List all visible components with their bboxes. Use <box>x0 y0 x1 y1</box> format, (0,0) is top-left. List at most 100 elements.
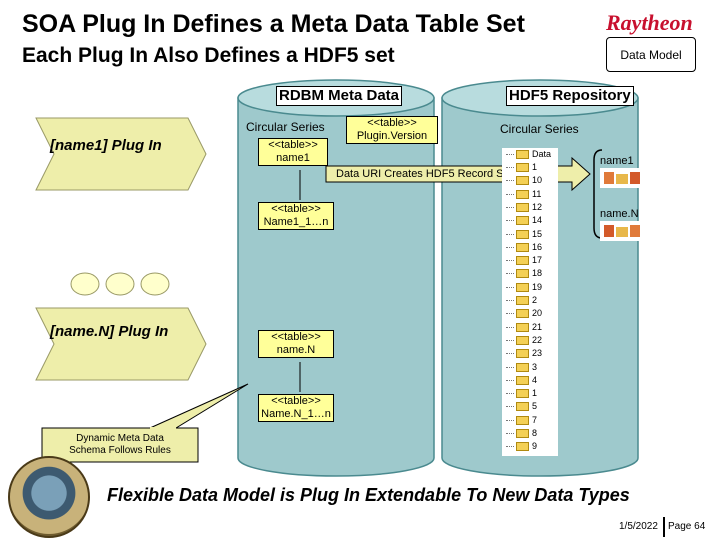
rdbm-circular-series: Circular Series <box>246 120 325 134</box>
table-name1-1n: <<table>> Name1_1…n <box>258 202 334 230</box>
footer-headline: Flexible Data Model is Plug In Extendabl… <box>107 485 630 505</box>
footer-date: 1/5/2022 <box>619 521 658 532</box>
folder-icon <box>516 335 529 345</box>
footer-divider <box>663 517 665 537</box>
hdf5-name1: name1 <box>600 155 634 167</box>
tree-item[interactable]: 20 <box>502 307 558 319</box>
nameN-thumbnail <box>600 221 644 241</box>
program-seal-logo <box>8 456 90 538</box>
hdf5-header: HDF5 Repository <box>506 86 634 106</box>
plugin-shape-last <box>35 307 207 381</box>
data-uri-label: Data URI Creates HDF5 Record Structure <box>336 168 541 180</box>
tree-item[interactable]: 22 <box>502 334 558 346</box>
folder-icon <box>516 375 529 385</box>
tree-item-label: 14 <box>532 215 543 226</box>
tree-item[interactable]: 3 <box>502 361 558 373</box>
tree-item-label: 12 <box>532 201 543 212</box>
folder-icon <box>516 442 529 452</box>
folder-icon <box>516 402 529 412</box>
tree-item-label: 18 <box>532 268 543 279</box>
page-subtitle: Each Plug In Also Defines a HDF5 set <box>22 44 395 67</box>
folder-icon <box>516 216 529 226</box>
plugin-shape-first <box>35 117 207 191</box>
table-nameN-1n: <<table>> Name.N_1…n <box>258 394 334 422</box>
data-model-label: Data Model <box>620 47 682 62</box>
tree-item-label: 10 <box>532 175 543 186</box>
tree-item[interactable]: 1 <box>502 387 558 399</box>
tree-root[interactable]: Data <box>502 148 558 160</box>
tree-item-label: 1 <box>532 388 538 399</box>
callout-shape <box>41 383 249 463</box>
tree-item[interactable]: 16 <box>502 241 558 253</box>
hdf5-nameN: name.N <box>600 208 639 220</box>
ellipsis-dots <box>70 272 170 296</box>
tree-item[interactable]: 8 <box>502 427 558 439</box>
tree-item[interactable]: 14 <box>502 214 558 226</box>
tree-item[interactable]: 4 <box>502 374 558 386</box>
folder-icon <box>516 269 529 279</box>
tree-item-label: 23 <box>532 348 543 359</box>
tree-item[interactable]: 9 <box>502 440 558 452</box>
folder-icon <box>516 282 529 292</box>
tree-item-label: 4 <box>532 374 538 385</box>
rdbm-header: RDBM Meta Data <box>276 86 403 106</box>
tree-item-label: 15 <box>532 228 543 239</box>
folder-icon <box>516 389 529 399</box>
tree-item-label: 21 <box>532 321 543 332</box>
tree-item-label: 8 <box>532 428 538 438</box>
tree-item-label: 5 <box>532 401 538 412</box>
folder-icon <box>516 322 529 332</box>
tree-item-label: 19 <box>532 281 543 292</box>
tree-root-label: Data <box>532 149 552 159</box>
tree-item-label: 1 <box>532 162 538 172</box>
folder-icon <box>516 242 529 252</box>
folder-icon <box>516 189 529 199</box>
tree-item[interactable]: 7 <box>502 414 558 426</box>
folder-icon <box>516 176 529 186</box>
tree-item[interactable]: 10 <box>502 174 558 186</box>
folder-icon <box>516 229 529 239</box>
data-model-badge: Data Model <box>606 37 696 72</box>
tree-item[interactable]: 21 <box>502 321 558 333</box>
folder-icon <box>516 429 529 438</box>
callout-text: Dynamic Meta Data Schema Follows Rules <box>69 433 171 456</box>
plugin-last-label: [name.N] Plug In <box>50 323 169 340</box>
tree-item-label: 16 <box>532 241 543 252</box>
tree-item-label: 11 <box>532 188 542 199</box>
group-brace <box>593 149 603 239</box>
tree-item-label: 22 <box>532 334 543 345</box>
tree-item[interactable]: 1 <box>502 161 558 173</box>
tree-item[interactable]: 2 <box>502 294 558 306</box>
hdf5-circular-series: Circular Series <box>500 122 579 136</box>
folder-icon <box>516 163 529 172</box>
tree-item-label: 7 <box>532 414 538 425</box>
tree-item[interactable]: 5 <box>502 400 558 412</box>
tree-item-label: 20 <box>532 308 543 319</box>
tree-item-label: 3 <box>532 361 538 372</box>
table-plugin-version: <<table>> Plugin.Version <box>346 116 438 144</box>
table-name1: <<table>> name1 <box>258 138 328 166</box>
tree-item[interactable]: 11 <box>502 188 558 200</box>
footer-page-number: Page 64 <box>668 521 706 532</box>
tree-item-label: 9 <box>532 441 538 452</box>
plugin-first-label: [name1] Plug In <box>50 137 162 154</box>
folder-icon <box>516 362 529 372</box>
tree-item-label: 2 <box>532 295 538 305</box>
folder-icon <box>516 415 529 425</box>
folder-icon <box>516 256 529 266</box>
folder-icon <box>516 202 529 212</box>
folder-icon <box>516 349 529 359</box>
tree-item[interactable]: 23 <box>502 347 558 359</box>
tree-item[interactable]: 17 <box>502 254 558 266</box>
folder-icon <box>516 296 529 305</box>
tree-item[interactable]: 12 <box>502 201 558 213</box>
name1-thumbnail <box>600 168 644 188</box>
tree-item-label: 17 <box>532 255 543 266</box>
tree-item[interactable]: 18 <box>502 267 558 279</box>
folder-icon <box>516 309 529 319</box>
brand-logo: Raytheon <box>606 10 693 35</box>
tree-item[interactable]: 15 <box>502 228 558 240</box>
tree-item[interactable]: 19 <box>502 281 558 293</box>
